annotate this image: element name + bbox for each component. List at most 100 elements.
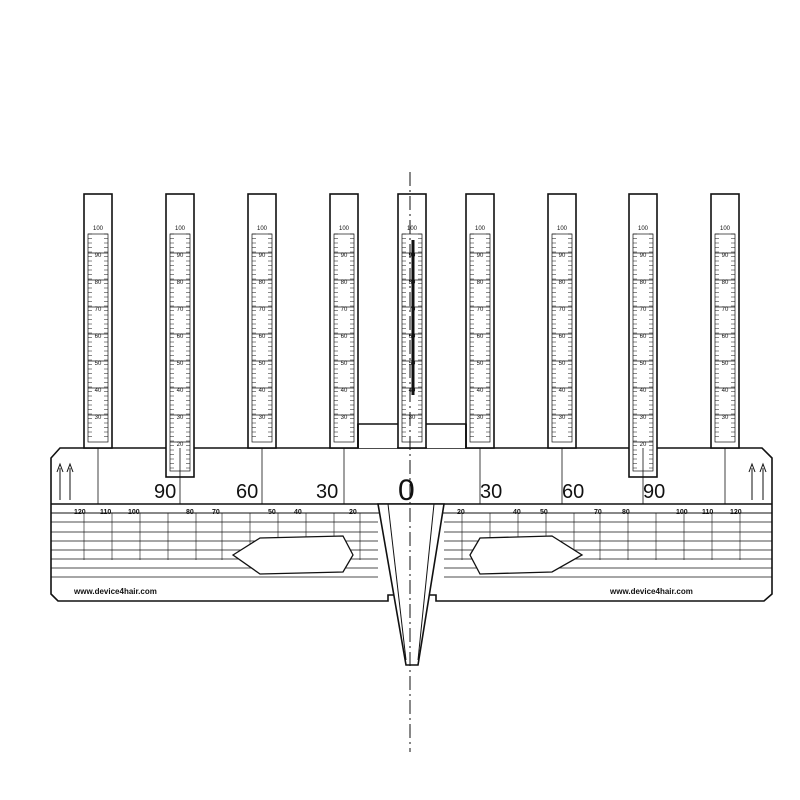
- degree-label-right-100: 100: [676, 509, 688, 516]
- column-scale-frame: [87, 233, 109, 443]
- column-scale-frame: [714, 233, 736, 443]
- notch-fill-right: [427, 425, 465, 448]
- degree-label-left-70: 70: [212, 509, 220, 516]
- left-lens-shape: [231, 535, 354, 575]
- column-label: 100: [257, 226, 268, 232]
- column-label: 60: [477, 334, 484, 340]
- degree-label-left-100: 100: [128, 509, 140, 516]
- column-frame: [628, 193, 658, 478]
- column-label: 80: [259, 280, 266, 286]
- column-frame: [547, 193, 577, 449]
- column-label: 80: [95, 280, 102, 286]
- column-label: 100: [720, 226, 731, 232]
- column-label: 70: [259, 307, 266, 313]
- column-label: 70: [341, 307, 348, 313]
- column-frame: [83, 193, 113, 449]
- left-arrows: [56, 462, 74, 500]
- column-label: 70: [559, 307, 566, 313]
- column-label: 70: [177, 307, 184, 313]
- degree-label-left-40: 40: [294, 509, 302, 516]
- column-label: 60: [95, 334, 102, 340]
- column-label: 60: [559, 334, 566, 340]
- column-label: 90: [341, 253, 348, 259]
- column-label: 90: [95, 253, 102, 259]
- column-label: 30: [259, 415, 266, 421]
- column-label: 30: [640, 415, 647, 421]
- right-arrows: [748, 462, 767, 500]
- column-label: 40: [95, 388, 102, 394]
- column-label: 80: [722, 280, 729, 286]
- column-scale-frame: [469, 233, 491, 443]
- column-label: 30: [559, 415, 566, 421]
- column-frame: [329, 193, 359, 449]
- degree-label-right-50: 50: [540, 509, 548, 516]
- center-pointer-inner-right: [417, 503, 435, 661]
- degree-label-left-110: 110: [100, 509, 111, 516]
- column-label: 30: [477, 415, 484, 421]
- column-scale-frame: [401, 233, 423, 443]
- degree-label-right-110: 110: [702, 509, 713, 516]
- degree-label-left-80: 80: [186, 509, 194, 516]
- column-label: 80: [341, 280, 348, 286]
- column-label: 50: [559, 361, 566, 367]
- column-label: 30: [341, 415, 348, 421]
- column-label: 50: [640, 361, 647, 367]
- degree-label-right-80: 80: [622, 509, 630, 516]
- column-label: 60: [341, 334, 348, 340]
- column-frame: [465, 193, 495, 449]
- column-label: 90: [722, 253, 729, 259]
- column-label: 60: [259, 334, 266, 340]
- column-label: 80: [477, 280, 484, 286]
- angle-label-left-30: 30: [316, 481, 338, 503]
- column-label: 50: [259, 361, 266, 367]
- degree-label-right-120: 120: [730, 509, 742, 516]
- column-label: 40: [477, 388, 484, 394]
- angle-label-left-90: 90: [154, 481, 176, 503]
- column-label: 70: [477, 307, 484, 313]
- column-label: 20: [177, 442, 184, 448]
- column-label: 90: [640, 253, 647, 259]
- column-label: 30: [95, 415, 102, 421]
- column-label: 100: [407, 226, 418, 232]
- column-label: 100: [638, 226, 649, 232]
- panel-vertical-lines: [83, 513, 741, 560]
- column-label: 90: [559, 253, 566, 259]
- column-label: 80: [559, 280, 566, 286]
- column-label: 90: [259, 253, 266, 259]
- center-pointer: [377, 503, 445, 666]
- column-label: 60: [640, 334, 647, 340]
- column-label: 80: [640, 280, 647, 286]
- column-label: 100: [557, 226, 568, 232]
- column-label: 50: [177, 361, 184, 367]
- degree-scale-left: 120 110 100 80 70 50 40 20: [74, 509, 357, 516]
- notch-fill-left: [359, 425, 397, 448]
- footer-url-right: www.device4hair.com: [609, 587, 693, 596]
- column-label: 90: [477, 253, 484, 259]
- center-notches: [357, 423, 467, 448]
- degree-label-right-40: 40: [513, 509, 521, 516]
- column-label: 70: [95, 307, 102, 313]
- column-label: 40: [341, 388, 348, 394]
- measure-column: 100 90 80 70 60 50 40 30: [465, 193, 495, 449]
- column-label: 90: [177, 253, 184, 259]
- column-label: 40: [559, 388, 566, 394]
- column-label: 70: [640, 307, 647, 313]
- angle-label-right-90: 90: [643, 481, 665, 503]
- column-scale-frame: [251, 233, 273, 443]
- degree-label-left-20: 20: [349, 509, 357, 516]
- column-label: 20: [640, 442, 647, 448]
- column-label: 40: [722, 388, 729, 394]
- column-label: 50: [477, 361, 484, 367]
- degree-label-left-120: 120: [74, 509, 86, 516]
- right-lens-shape: [469, 535, 584, 575]
- column-label: 100: [475, 226, 486, 232]
- column-scale-frame: [551, 233, 573, 443]
- column-label: 100: [93, 226, 104, 232]
